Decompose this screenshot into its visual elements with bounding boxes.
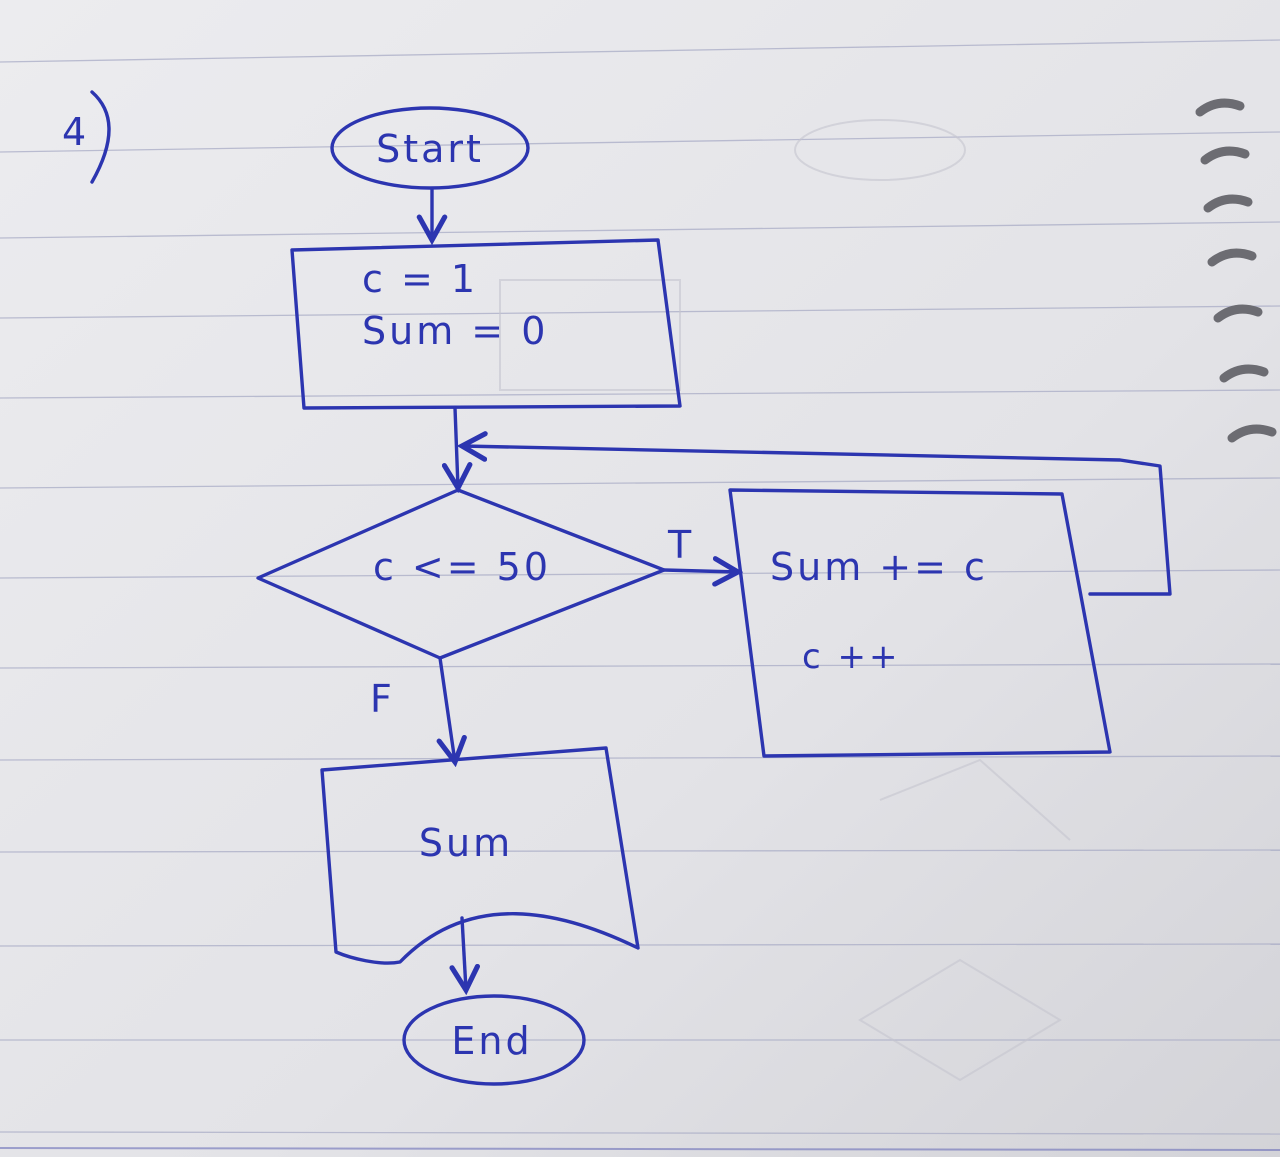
arrow-output-to-end <box>462 916 466 990</box>
arrow-loop-back <box>462 446 1172 596</box>
output-label: Sum <box>419 821 513 865</box>
output-document: Sum <box>320 746 640 965</box>
page-number: 4 <box>62 90 111 184</box>
arrow-true-branch <box>662 570 738 572</box>
page-number-label: 4 <box>62 110 89 154</box>
init-line-2: Sum = 0 <box>362 309 548 353</box>
end-terminator: End <box>402 994 586 1086</box>
init-line-1: c = 1 <box>362 257 478 301</box>
start-label: Start <box>376 127 484 171</box>
init-process-box: c = 1 Sum = 0 <box>290 238 682 410</box>
end-label: End <box>451 1019 532 1063</box>
ruled-lines <box>0 39 1280 1151</box>
bleed-through-marks <box>499 119 1071 1082</box>
arrow-init-to-decision <box>455 406 458 488</box>
true-label: T <box>667 523 694 567</box>
body-line-2: c ++ <box>802 637 900 677</box>
condition-label: c <= 50 <box>373 545 551 589</box>
arrow-false-branch <box>440 656 455 762</box>
spiral-binding <box>1195 98 1277 443</box>
body-line-1: Sum += c <box>770 545 988 589</box>
loop-body-box: Sum += c c ++ <box>728 488 1112 758</box>
false-label: F <box>370 677 395 721</box>
start-terminator: Start <box>330 106 530 190</box>
